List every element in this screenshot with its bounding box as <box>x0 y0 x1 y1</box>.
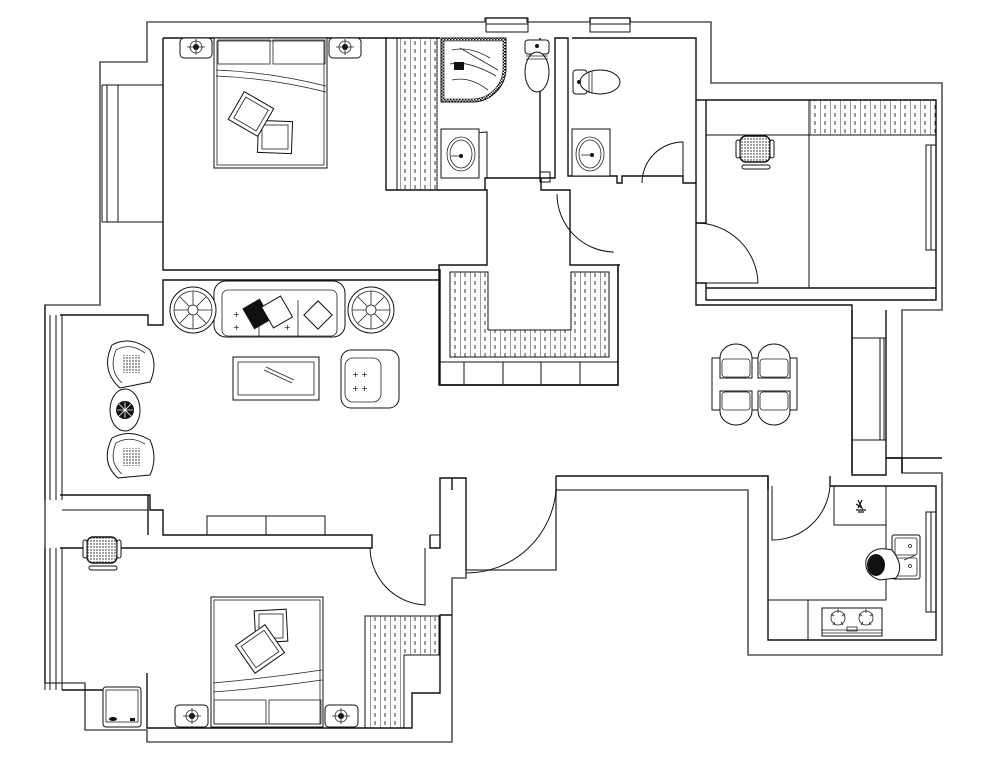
svg-text:+: + <box>233 323 240 332</box>
svg-text:+: + <box>233 310 240 319</box>
nightstand[interactable] <box>328 37 362 59</box>
nightstand[interactable] <box>179 37 213 59</box>
toilet[interactable] <box>572 69 621 95</box>
doors <box>369 131 831 606</box>
u-shaped-cabinet[interactable] <box>449 271 610 358</box>
corner-shower[interactable] <box>440 37 507 103</box>
exterior-walls <box>44 17 943 743</box>
study <box>735 99 937 170</box>
nightstand[interactable] <box>324 704 359 728</box>
second-bedroom <box>82 536 440 729</box>
hall-door <box>556 193 614 253</box>
lounge-chair[interactable] <box>106 433 155 479</box>
kitchen-door <box>771 485 831 541</box>
wardrobe[interactable] <box>396 37 438 191</box>
main-door <box>465 476 557 574</box>
office-chair[interactable] <box>735 135 775 170</box>
bathroom-windows <box>485 17 631 33</box>
three-seat-sofa[interactable]: + + + <box>213 280 346 338</box>
washbasin[interactable] <box>440 128 480 179</box>
study-door <box>695 222 759 284</box>
dining-chair[interactable] <box>719 390 753 426</box>
dining-chair[interactable] <box>757 390 791 426</box>
wardrobe[interactable] <box>364 615 440 729</box>
svg-text:+ +: + + <box>352 370 368 379</box>
counter[interactable] <box>768 486 887 640</box>
bathroom-2-door <box>641 141 684 184</box>
washbasin[interactable] <box>571 128 611 177</box>
person-figure <box>865 548 901 581</box>
nightstand[interactable] <box>174 704 209 728</box>
office-chair[interactable] <box>82 536 122 571</box>
master-bedroom <box>179 37 438 191</box>
round-tea-table[interactable] <box>109 388 141 432</box>
armchair[interactable]: + + + + <box>340 349 400 409</box>
storage-alcove <box>449 271 610 358</box>
bathroom-2 <box>571 69 621 177</box>
bookshelf[interactable] <box>808 99 937 136</box>
dining-chair[interactable] <box>719 343 753 379</box>
toilet[interactable] <box>524 39 550 93</box>
side-table[interactable] <box>347 286 395 334</box>
double-bed[interactable] <box>213 37 328 169</box>
double-bed[interactable] <box>210 596 324 728</box>
bathroom-1 <box>440 37 550 179</box>
gas-stove[interactable] <box>821 607 883 637</box>
svg-text:+ +: + + <box>352 384 368 393</box>
dining-chair[interactable] <box>757 343 791 379</box>
tv-cabinet[interactable] <box>102 686 142 728</box>
plant <box>855 499 866 513</box>
side-table[interactable] <box>169 286 217 334</box>
kitchen <box>768 486 921 640</box>
dining-area <box>711 343 798 426</box>
master-bedroom-window <box>101 84 163 223</box>
living-room: + + + + + + + <box>106 280 400 479</box>
bedroom-2-door <box>369 547 426 606</box>
interior-walls <box>44 37 942 729</box>
lounge-chair[interactable] <box>107 340 155 389</box>
coffee-table[interactable] <box>232 356 320 401</box>
svg-text:+: + <box>284 323 291 332</box>
